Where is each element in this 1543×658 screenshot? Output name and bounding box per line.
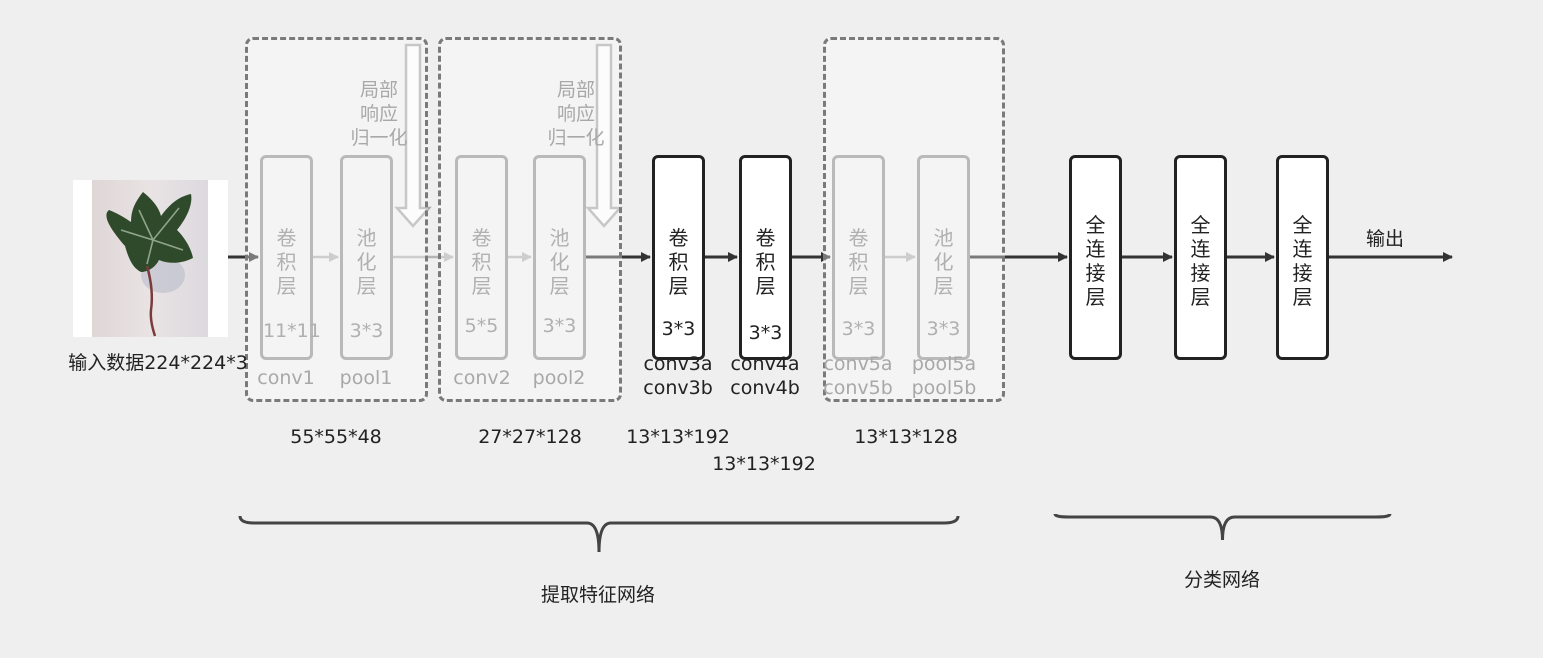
conv4a-name: conv4a — [730, 353, 800, 375]
conv2-layer: 卷积层 5*5 — [455, 155, 508, 360]
pool5a-name: pool5a — [911, 353, 977, 375]
conv4-kernel: 3*3 — [748, 322, 783, 344]
conv5b-name: conv5b — [823, 377, 893, 399]
classification-brace — [1053, 513, 1392, 541]
size-label-1: 55*55*48 — [290, 426, 382, 448]
size-label-4: 13*13*192 — [712, 453, 816, 475]
pool2-layer: 池化层 3*3 — [533, 155, 586, 360]
group-conv5-pool5 — [823, 37, 1005, 402]
conv3b-name: conv3b — [643, 377, 713, 399]
feature-extraction-label: 提取特征网络 — [540, 584, 656, 606]
size-label-3: 13*13*192 — [626, 426, 730, 448]
conv1-name: conv1 — [257, 367, 315, 389]
conv4-layer: 卷积层 3*3 — [739, 155, 792, 360]
fc-layer-3: 全连接层 — [1276, 155, 1329, 360]
leaf-photo — [92, 180, 208, 337]
pool1-layer: 池化层 3*3 — [340, 155, 393, 360]
input-label: 输入数据224*224*3 — [68, 352, 248, 374]
lrn-label-2: 局部响应归一化 — [547, 79, 605, 149]
feature-brace — [238, 515, 960, 553]
conv5a-name: conv5a — [823, 353, 893, 375]
conv2-kernel: 5*5 — [464, 315, 499, 337]
output-label: 输出 — [1366, 228, 1405, 250]
pool5-kernel: 3*3 — [926, 318, 961, 340]
conv2-name: conv2 — [453, 367, 511, 389]
conv5-layer: 卷积层 3*3 — [832, 155, 885, 360]
pool2-name: pool2 — [532, 367, 586, 389]
pool1-kernel: 3*3 — [349, 320, 384, 342]
pool5-layer: 池化层 3*3 — [917, 155, 970, 360]
group-conv2-pool2 — [438, 37, 622, 402]
conv4b-name: conv4b — [730, 377, 800, 399]
conv1-kernel: 11*11 — [263, 320, 321, 342]
conv5-kernel: 3*3 — [841, 318, 876, 340]
classification-label: 分类网络 — [1183, 569, 1261, 591]
input-image — [73, 180, 228, 337]
pool1-name: pool1 — [339, 367, 393, 389]
conv3a-name: conv3a — [643, 353, 713, 375]
lrn-arrow-2 — [585, 43, 623, 228]
size-label-5: 13*13*128 — [854, 426, 958, 448]
conv3-layer: 卷积层 3*3 — [652, 155, 705, 360]
lrn-label-1: 局部响应归一化 — [350, 79, 408, 149]
size-label-2: 27*27*128 — [478, 426, 582, 448]
conv1-layer: 卷积层 11*11 — [260, 155, 321, 360]
fc-layer-2: 全连接层 — [1174, 155, 1227, 360]
pool5b-name: pool5b — [911, 377, 977, 399]
conv3-kernel: 3*3 — [661, 318, 696, 340]
lrn-arrow-1 — [394, 43, 432, 228]
fc-layer-1: 全连接层 — [1069, 155, 1122, 360]
group-conv1-pool1 — [245, 37, 428, 402]
pool2-kernel: 3*3 — [542, 315, 577, 337]
